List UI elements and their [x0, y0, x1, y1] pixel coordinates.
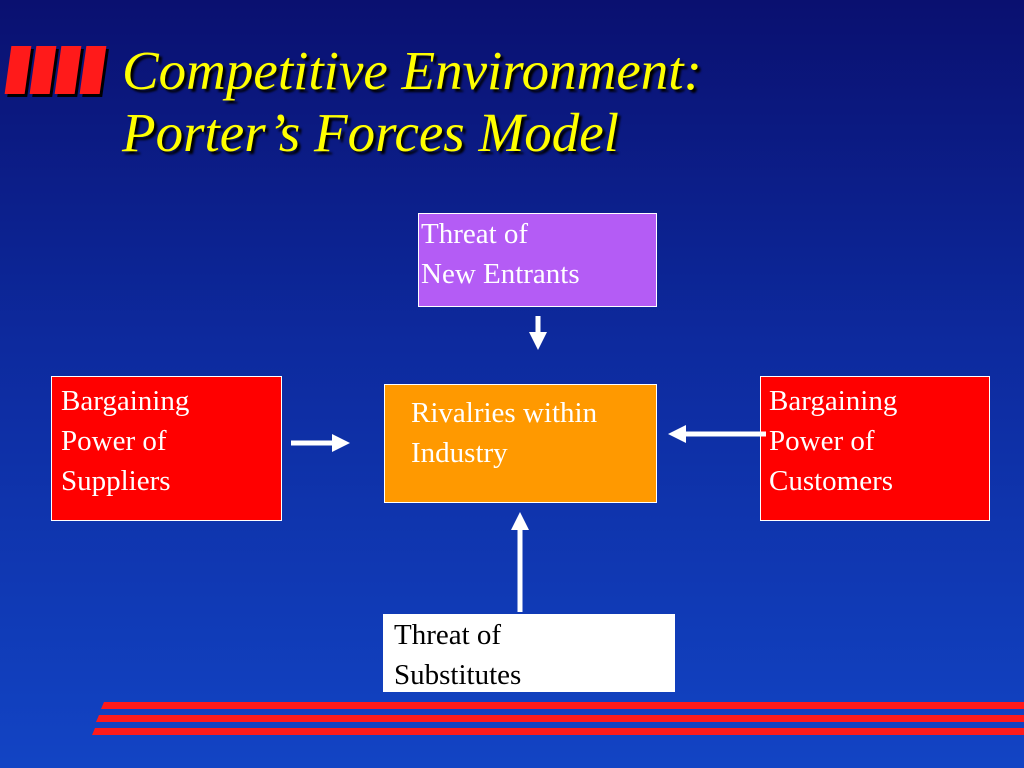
rivalries-line-1: Rivalries within [411, 397, 598, 429]
substitutes-box: Threat of Substitutes [383, 614, 675, 692]
customers-box: Bargaining Power of Customers [760, 376, 990, 521]
footer-stripe [96, 715, 1024, 722]
new-entrants-line-1: Threat of [421, 218, 529, 250]
substitutes-line-1: Threat of [394, 619, 502, 651]
rivalries-line-2: Industry [411, 437, 508, 469]
arrow-right-icon [291, 434, 350, 452]
suppliers-line-1: Bargaining [61, 385, 190, 417]
title-line-1: Competitive Environment: [122, 40, 702, 101]
suppliers-line-3: Suppliers [61, 465, 171, 497]
customers-line-2: Power of [769, 425, 875, 457]
new-entrants-line-2: New Entrants [421, 258, 580, 290]
title-line-2: Porter’s Forces Model [122, 102, 619, 163]
arrow-left-icon [668, 425, 766, 443]
arrow-down-icon [529, 316, 547, 350]
suppliers-box: Bargaining Power of Suppliers [51, 376, 282, 521]
rivalries-box: Rivalries within Industry [384, 384, 657, 503]
customers-line-3: Customers [769, 465, 894, 497]
new-entrants-box: Threat of New Entrants [418, 213, 657, 307]
slide-title: Competitive Environment: Porter’s Forces… [122, 40, 702, 164]
arrow-up-icon [511, 512, 529, 612]
footer-stripe [101, 702, 1024, 709]
footer-stripe [92, 728, 1024, 735]
customers-line-1: Bargaining [769, 385, 898, 417]
substitutes-line-2: Substitutes [394, 659, 522, 691]
suppliers-line-2: Power of [61, 425, 167, 457]
